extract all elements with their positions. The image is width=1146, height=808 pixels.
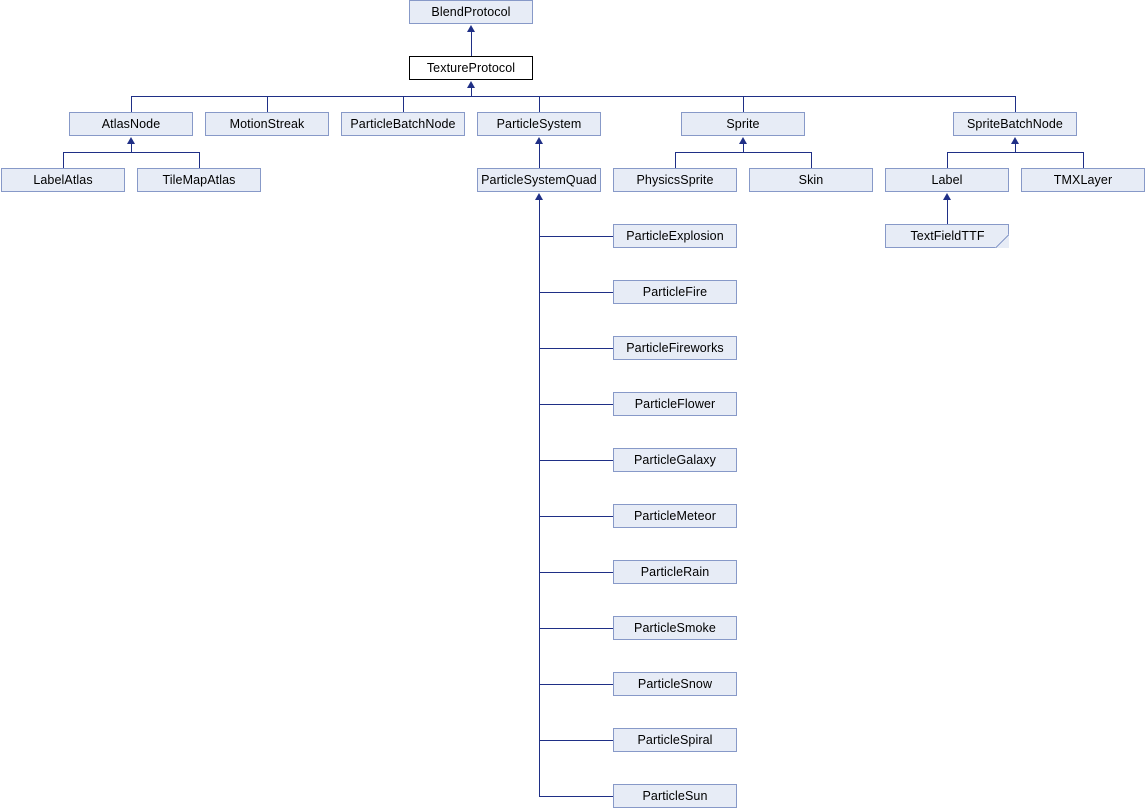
edge-drop-spritebatchnode	[1015, 96, 1016, 112]
class-node-particleexplosion[interactable]: ParticleExplosion	[613, 224, 737, 248]
inheritance-arrow-atlasnode	[127, 137, 135, 144]
edge-drop-motionstreak	[267, 96, 268, 112]
class-node-spritebatchnode[interactable]: SpriteBatchNode	[953, 112, 1077, 136]
edge-stem-textureprotocol	[471, 88, 472, 96]
class-node-labelatlas[interactable]: LabelAtlas	[1, 168, 125, 192]
class-node-textfieldttf[interactable]: TextFieldTTF	[885, 224, 1009, 248]
class-node-sprite[interactable]: Sprite	[681, 112, 805, 136]
class-node-particlegalaxy[interactable]: ParticleGalaxy	[613, 448, 737, 472]
inheritance-arrow-spritebatchnode	[1011, 137, 1019, 144]
edge-branch-particlesun	[539, 796, 613, 797]
class-node-particlesystemquad[interactable]: ParticleSystemQuad	[477, 168, 601, 192]
edge-drop-textfieldttf	[947, 200, 948, 224]
class-node-textureprotocol[interactable]: TextureProtocol	[409, 56, 533, 80]
class-node-particlesun[interactable]: ParticleSun	[613, 784, 737, 808]
edge-drop-particlesystem	[539, 96, 540, 112]
inheritance-arrow-sprite	[739, 137, 747, 144]
edge-branch-particlefireworks	[539, 348, 613, 349]
edge-bus-textureprotocol	[131, 96, 1015, 97]
class-node-tilemapatlas[interactable]: TileMapAtlas	[137, 168, 261, 192]
class-node-physicssprite[interactable]: PhysicsSprite	[613, 168, 737, 192]
class-node-particlerain[interactable]: ParticleRain	[613, 560, 737, 584]
edge-stem-spritebatchnode	[1015, 144, 1016, 152]
inheritance-arrow-label	[943, 193, 951, 200]
edge-drop-atlasnode	[131, 96, 132, 112]
inheritance-arrow-particlesystem	[535, 137, 543, 144]
edge-drop-particlesystemquad	[539, 144, 540, 168]
class-node-blendprotocol[interactable]: BlendProtocol	[409, 0, 533, 24]
class-node-particlebatchnode[interactable]: ParticleBatchNode	[341, 112, 465, 136]
edge-drop-labelatlas	[63, 152, 64, 168]
class-node-particlespiral[interactable]: ParticleSpiral	[613, 728, 737, 752]
inheritance-arrow-particlesystemquad	[535, 193, 543, 200]
class-node-tmxlayer[interactable]: TMXLayer	[1021, 168, 1145, 192]
edge-branch-particlespiral	[539, 740, 613, 741]
edge-drop-particlebatchnode	[403, 96, 404, 112]
edge-drop-physicssprite	[675, 152, 676, 168]
edge-branch-particlegalaxy	[539, 460, 613, 461]
edge-drop-textureprotocol	[471, 32, 472, 56]
edge-bus-spritebatchnode	[947, 152, 1083, 153]
edge-drop-sprite	[743, 96, 744, 112]
edge-branch-particleexplosion	[539, 236, 613, 237]
inheritance-arrow-blendprotocol	[467, 25, 475, 32]
edge-drop-tilemapatlas	[199, 152, 200, 168]
class-node-particlefireworks[interactable]: ParticleFireworks	[613, 336, 737, 360]
edge-branch-particlesmoke	[539, 628, 613, 629]
edge-drop-skin	[811, 152, 812, 168]
class-node-particlemeteor[interactable]: ParticleMeteor	[613, 504, 737, 528]
edge-stem-atlasnode	[131, 144, 132, 152]
class-node-skin[interactable]: Skin	[749, 168, 873, 192]
class-node-atlasnode[interactable]: AtlasNode	[69, 112, 193, 136]
edge-trunk-particlesystemquad	[539, 200, 540, 796]
inheritance-arrow-textureprotocol	[467, 81, 475, 88]
edge-bus-atlasnode	[63, 152, 199, 153]
edge-branch-particlemeteor	[539, 516, 613, 517]
edge-branch-particlefire	[539, 292, 613, 293]
class-node-particlesnow[interactable]: ParticleSnow	[613, 672, 737, 696]
class-node-particlesystem[interactable]: ParticleSystem	[477, 112, 601, 136]
edge-stem-sprite	[743, 144, 744, 152]
class-node-motionstreak[interactable]: MotionStreak	[205, 112, 329, 136]
edge-branch-particleflower	[539, 404, 613, 405]
edge-branch-particlerain	[539, 572, 613, 573]
edge-drop-label	[947, 152, 948, 168]
class-node-particlefire[interactable]: ParticleFire	[613, 280, 737, 304]
edge-drop-tmxlayer	[1083, 152, 1084, 168]
class-node-particleflower[interactable]: ParticleFlower	[613, 392, 737, 416]
class-node-particlesmoke[interactable]: ParticleSmoke	[613, 616, 737, 640]
class-node-label[interactable]: Label	[885, 168, 1009, 192]
edge-bus-sprite	[675, 152, 811, 153]
edge-branch-particlesnow	[539, 684, 613, 685]
